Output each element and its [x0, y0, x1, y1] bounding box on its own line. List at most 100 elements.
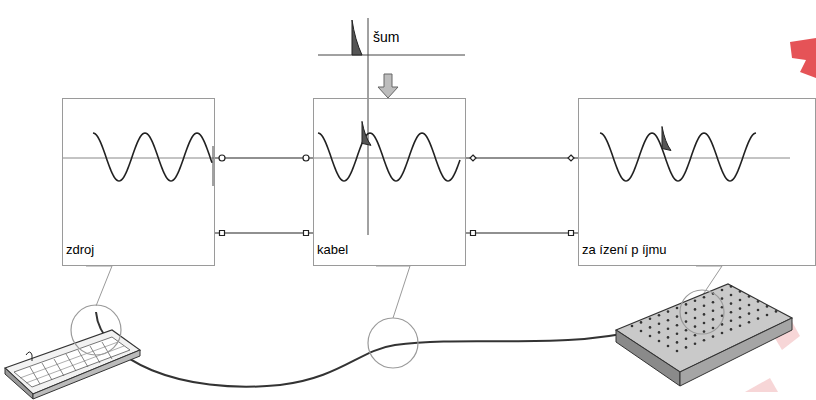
- mixer-knob: [703, 330, 706, 333]
- mixer-knob: [703, 296, 706, 299]
- signal-panel: za ízení p íjmu: [578, 98, 816, 266]
- waveforms: [93, 121, 756, 181]
- mixer-knob: [694, 334, 697, 337]
- sine-wave: [600, 133, 756, 181]
- axis-line: [62, 158, 215, 159]
- mixer-knob: [694, 343, 697, 346]
- mixer-knob: [676, 324, 679, 327]
- callout-circle: [680, 290, 724, 334]
- panel-label: zdroj: [66, 243, 94, 258]
- wire-terminal: [568, 155, 574, 161]
- mixer-knob: [640, 321, 643, 324]
- mixer-knob: [649, 335, 652, 338]
- axis-tick: [213, 146, 214, 186]
- mixer-knob: [676, 341, 679, 344]
- wire-terminal: [304, 231, 309, 236]
- signal-wire: [466, 231, 578, 236]
- mixer-knob: [667, 336, 670, 339]
- mixer-knob: [730, 285, 733, 288]
- callout-circle: [71, 305, 121, 355]
- mixer-knob: [721, 332, 724, 335]
- mixer-knob: [739, 299, 742, 302]
- sine-wave: [318, 133, 460, 181]
- mixer-knob: [658, 331, 661, 334]
- mixer-knob: [649, 318, 652, 321]
- signal-wire: [215, 231, 313, 236]
- mixer-knob: [730, 328, 733, 331]
- axis-line: [313, 158, 466, 159]
- mixer-knob: [631, 325, 634, 328]
- mixer-knob: [676, 350, 679, 353]
- noise-baseline: [318, 55, 465, 56]
- noise-marker-line: [368, 18, 369, 235]
- wire-terminal: [569, 231, 574, 236]
- sine-wave: [93, 133, 212, 181]
- mixer-knob: [667, 310, 670, 313]
- mixer-knob: [748, 295, 751, 298]
- mixer-knob: [766, 305, 769, 308]
- cable-drawing: [96, 312, 640, 387]
- wire-line: [466, 157, 578, 158]
- mixer-knob: [748, 312, 751, 315]
- mixer-knob: [649, 326, 652, 329]
- mixer-knob: [730, 302, 733, 305]
- mixer-knob: [658, 314, 661, 317]
- mixer-knob: [640, 330, 643, 333]
- mixer-knob: [685, 346, 688, 349]
- mixer-knob: [730, 320, 733, 323]
- mixer-knob: [757, 317, 760, 320]
- mixer-knob: [748, 321, 751, 324]
- callout-circle: [368, 318, 418, 368]
- mixer-knob: [775, 310, 778, 313]
- mixer-knob: [694, 325, 697, 328]
- wire-terminal: [220, 231, 225, 236]
- mixer-knob: [739, 307, 742, 310]
- mixer-knob: [739, 316, 742, 319]
- mixer-knob: [685, 312, 688, 315]
- mixer-knob: [685, 338, 688, 341]
- signal-panel: zdroj: [62, 98, 215, 266]
- mixer-knob: [694, 308, 697, 311]
- mixer-knob: [685, 320, 688, 323]
- mixer-knob: [685, 303, 688, 306]
- mixer-knob: [712, 327, 715, 330]
- mixer-knob: [757, 300, 760, 303]
- wire-terminal: [219, 155, 225, 161]
- noise-spike: [662, 126, 671, 150]
- mixer-knob: [703, 313, 706, 316]
- mixer-knob: [712, 335, 715, 338]
- mixer-knob: [658, 340, 661, 343]
- watermark-mark: [745, 378, 778, 392]
- keyboard-drawing: [5, 330, 140, 399]
- mixer-knob: [694, 317, 697, 320]
- mixer-knob: [667, 345, 670, 348]
- wire-line: [215, 157, 313, 158]
- mixer-knob: [712, 310, 715, 313]
- mixer-knob: [703, 305, 706, 308]
- noise-label: šum: [373, 29, 399, 45]
- mixer-knob: [712, 301, 715, 304]
- wire-line: [466, 232, 578, 233]
- mixer-knob: [757, 309, 760, 312]
- mixer-knob: [766, 314, 769, 317]
- noise-pulse: [352, 20, 362, 55]
- watermark-mark: [790, 38, 816, 78]
- down-arrow: [378, 74, 398, 98]
- mixer-knob: [739, 290, 742, 293]
- panel-label: kabel: [317, 243, 348, 258]
- wire-line: [215, 232, 313, 233]
- callout-tail: [86, 266, 112, 306]
- mixer-knob: [685, 329, 688, 332]
- mixer-knob: [730, 311, 733, 314]
- mixer-knob: [676, 307, 679, 310]
- wire-terminal: [303, 155, 309, 161]
- mixer-knob: [676, 315, 679, 318]
- mixer-drawing: [616, 284, 792, 386]
- axis-line: [578, 158, 790, 159]
- mixer-knob: [676, 333, 679, 336]
- signal-wire: [466, 155, 578, 161]
